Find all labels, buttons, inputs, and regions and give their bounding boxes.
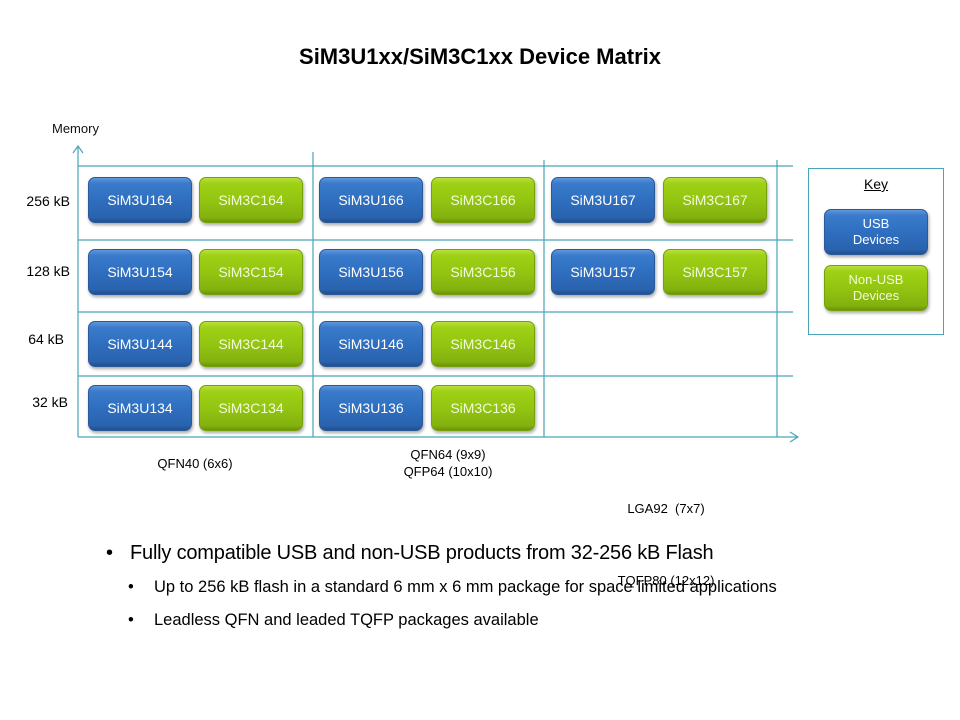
legend-title: Key [863,176,889,192]
device-usb[interactable]: SiM3U146 [319,321,423,367]
device-nonusb[interactable]: SiM3C156 [431,249,535,295]
device-usb[interactable]: SiM3U154 [88,249,192,295]
device-nonusb[interactable]: SiM3C157 [663,249,767,295]
device-nonusb[interactable]: SiM3C164 [199,177,303,223]
bullet-list: Fully compatible USB and non-USB product… [106,542,886,641]
device-usb[interactable]: SiM3U164 [88,177,192,223]
bullet-sub-text: Leadless QFN and leaded TQFP packages av… [154,611,539,629]
legend-nonusb-line1: Non-USB [848,272,904,287]
device-usb[interactable]: SiM3U166 [319,177,423,223]
bullet-sub-text: Up to 256 kB flash in a standard 6 mm x … [154,578,777,596]
device-usb[interactable]: SiM3U134 [88,385,192,431]
device-nonusb[interactable]: SiM3C166 [431,177,535,223]
device-usb[interactable]: SiM3U136 [319,385,423,431]
bullet-main: Fully compatible USB and non-USB product… [106,542,886,565]
package-line: TQFP80 (12x12) [617,573,715,588]
row-label-256kb: 256 kB [26,193,70,209]
row-label-32kb: 32 kB [32,394,68,410]
y-axis-arrowhead [72,144,84,154]
package-line: QFP64 (10x10) [403,464,493,479]
y-axis-label: Memory [52,121,99,136]
bullet-sub: •Up to 256 kB flash in a standard 6 mm x… [128,578,777,596]
device-usb[interactable]: SiM3U156 [319,249,423,295]
package-line: LGA92 (7x7) [627,501,705,516]
device-nonusb[interactable]: SiM3C134 [199,385,303,431]
bullet-sub: •Leadless QFN and leaded TQFP packages a… [128,611,539,629]
package-line: QFN64 (9x9) [410,447,486,462]
device-nonusb[interactable]: SiM3C167 [663,177,767,223]
package-label-lga92: LGA92 (7x7) TQFP80 (12x12) [596,449,736,617]
device-nonusb[interactable]: SiM3C146 [431,321,535,367]
package-line: QFN40 (6x6) [157,456,233,471]
legend-usb-line1: USB [862,216,890,231]
slide-title: SiM3U1xx/SiM3C1xx Device Matrix [299,44,661,69]
package-label-qfn64: QFN64 (9x9) QFP64 (10x10) [378,446,518,480]
device-usb[interactable]: SiM3U157 [551,249,655,295]
row-label-64kb: 64 kB [28,331,64,347]
package-label-qfn40: QFN40 (6x6) [130,455,260,472]
device-nonusb[interactable]: SiM3C144 [199,321,303,367]
legend-nonusb-line2: Devices [852,288,900,303]
device-nonusb[interactable]: SiM3C136 [431,385,535,431]
legend-usb-line2: Devices [852,232,900,247]
row-label-128kb: 128 kB [26,263,70,279]
device-usb[interactable]: SiM3U167 [551,177,655,223]
x-axis-arrowhead [789,431,800,443]
device-usb[interactable]: SiM3U144 [88,321,192,367]
device-nonusb[interactable]: SiM3C154 [199,249,303,295]
